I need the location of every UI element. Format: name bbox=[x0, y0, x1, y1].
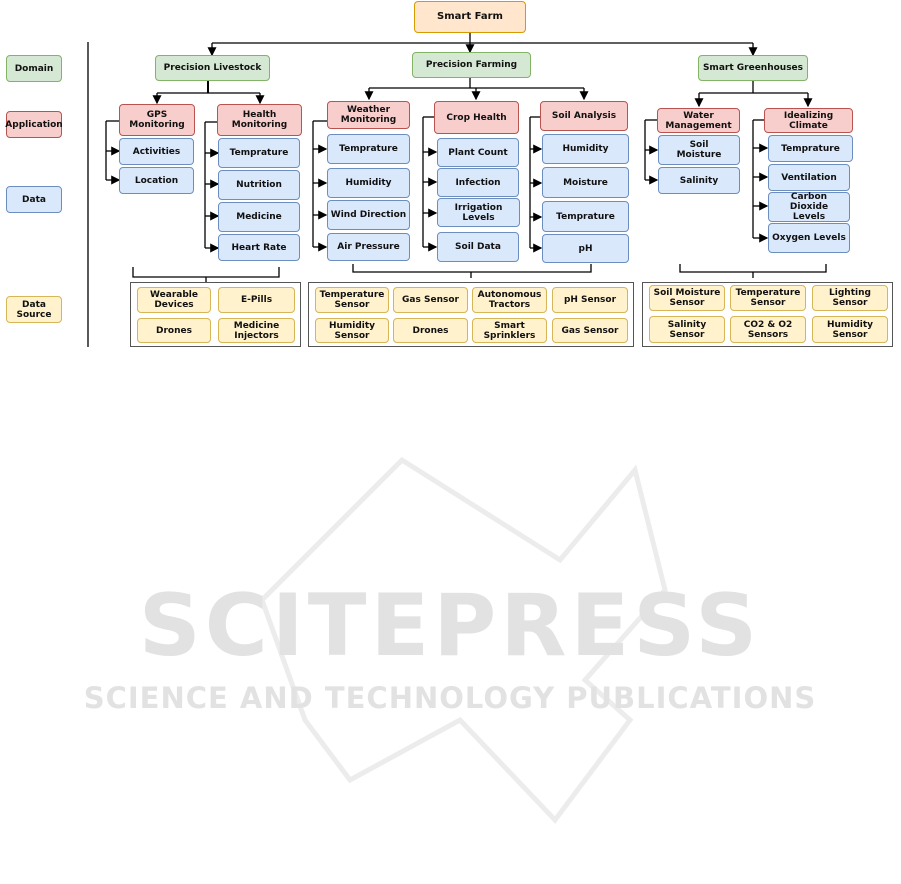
app-idealizing-climate: Idealizing Climate bbox=[764, 108, 853, 133]
source-soil-moisture-sensor: Soil Moisture Sensor bbox=[649, 285, 725, 311]
data-temprature: Temprature bbox=[218, 138, 300, 168]
watermark-logo-line2: SCIENCE AND TECHNOLOGY PUBLICATIONS bbox=[84, 681, 817, 715]
data-nutrition: Nutrition bbox=[218, 170, 300, 200]
source-co2-o2-sensors: CO2 & O2 Sensors bbox=[730, 316, 806, 343]
data-ventilation: Ventilation bbox=[768, 164, 850, 191]
data-ph: pH bbox=[542, 234, 629, 263]
data-plant-count: Plant Count bbox=[437, 138, 519, 167]
data-humidity: Humidity bbox=[542, 134, 629, 164]
data-moisture: Moisture bbox=[542, 167, 629, 198]
data-salinity: Salinity bbox=[658, 167, 740, 194]
legend-domain: Domain bbox=[6, 55, 62, 82]
source-e-pills: E-Pills bbox=[218, 287, 295, 313]
data-medicine: Medicine bbox=[218, 202, 300, 232]
root-smart-farm: Smart Farm bbox=[414, 1, 526, 33]
legend-data: Data bbox=[6, 186, 62, 213]
source-lighting-sensor: Lighting Sensor bbox=[812, 285, 888, 311]
data-humidity: Humidity bbox=[327, 168, 410, 198]
data-soil-data: Soil Data bbox=[437, 232, 519, 262]
source-temperature-sensor: Temperature Sensor bbox=[315, 287, 389, 313]
watermark-book-outline bbox=[259, 456, 668, 824]
app-health-monitoring: Health Monitoring bbox=[217, 104, 302, 136]
data-temprature: Temprature bbox=[327, 134, 410, 164]
data-heart-rate: Heart Rate bbox=[218, 234, 300, 261]
source-gas-sensor: Gas Sensor bbox=[552, 318, 628, 343]
data-location: Location bbox=[119, 167, 194, 194]
domain-precision-farming: Precision Farming bbox=[412, 52, 531, 78]
app-gps-monitoring: GPS Monitoring bbox=[119, 104, 195, 136]
data-soil-moisture: Soil Moisture bbox=[658, 135, 740, 165]
source-drones: Drones bbox=[137, 318, 211, 343]
source-salinity-sensor: Salinity Sensor bbox=[649, 316, 725, 343]
domain-smart-greenhouses: Smart Greenhouses bbox=[698, 55, 808, 81]
data-irrigation-levels: Irrigation Levels bbox=[437, 198, 520, 227]
source-humidity-sensor: Humidity Sensor bbox=[315, 318, 389, 343]
data-oxygen-levels: Oxygen Levels bbox=[768, 223, 850, 253]
source-medicine-injectors: Medicine Injectors bbox=[218, 318, 295, 343]
source-drones: Drones bbox=[393, 318, 468, 343]
source-smart-sprinklers: Smart Sprinklers bbox=[472, 318, 547, 343]
data-infection: Infection bbox=[437, 168, 519, 197]
watermark-logo-line1: SCITEPRESS bbox=[139, 576, 761, 676]
source-humidity-sensor: Humidity Sensor bbox=[812, 316, 888, 343]
app-water-management: Water Management bbox=[657, 108, 740, 133]
data-temprature: Temprature bbox=[768, 135, 853, 162]
source-autonomous-tractors: Autonomous Tractors bbox=[472, 287, 547, 313]
data-wind-direction: Wind Direction bbox=[327, 200, 410, 230]
data-carbon-dioxide-levels: Carbon Dioxide Levels bbox=[768, 192, 850, 222]
data-air-pressure: Air Pressure bbox=[327, 233, 410, 261]
app-soil-analysis: Soil Analysis bbox=[540, 101, 628, 131]
legend-application: Application bbox=[5, 111, 63, 138]
legend-data-source: Data Source bbox=[6, 296, 62, 323]
app-weather-monitoring: Weather Monitoring bbox=[327, 101, 410, 129]
data-activities: Activities bbox=[119, 138, 194, 165]
source-wearable-devices: Wearable Devices bbox=[137, 287, 211, 313]
app-crop-health: Crop Health bbox=[434, 101, 519, 134]
domain-precision-livestock: Precision Livestock bbox=[155, 55, 270, 81]
source-temperature-sensor: Temperature Sensor bbox=[730, 285, 806, 311]
source-ph-sensor: pH Sensor bbox=[552, 287, 628, 313]
data-temprature: Temprature bbox=[542, 201, 629, 232]
source-gas-sensor: Gas Sensor bbox=[393, 287, 468, 313]
